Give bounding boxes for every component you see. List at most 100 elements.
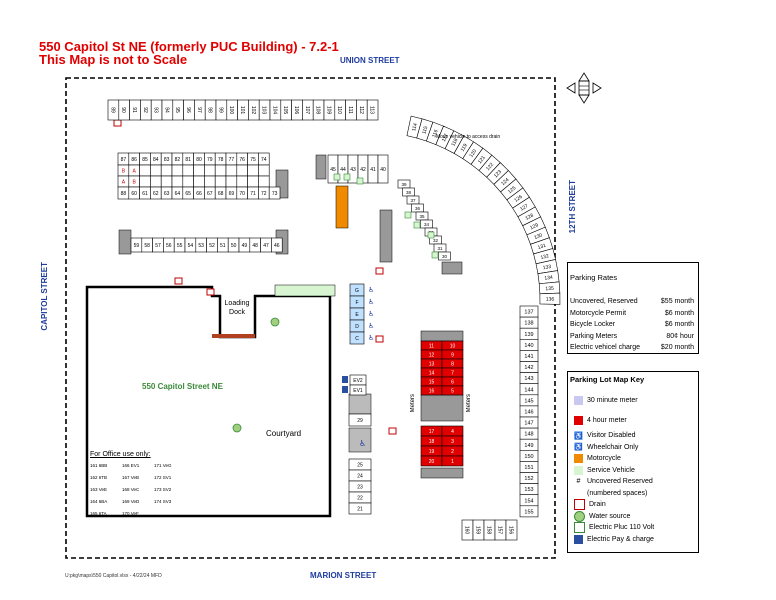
svg-text:50: 50 [231, 243, 237, 249]
svg-text:121: 121 [477, 155, 487, 165]
svg-text:41: 41 [370, 167, 376, 173]
parking-space: 36 [411, 203, 424, 213]
parking-space: 55 [173, 237, 186, 253]
key-item: #Uncovered Reserved [568, 476, 698, 488]
svg-text:106: 106 [293, 106, 299, 115]
parking-space: 82 [171, 152, 184, 166]
parking-space: D [349, 319, 365, 333]
key-item: (numbered spaces) [568, 488, 698, 500]
svg-text:90: 90 [120, 107, 126, 113]
svg-text:31: 31 [437, 246, 443, 251]
key-item: Water source [568, 510, 698, 523]
svg-text:139: 139 [524, 332, 533, 338]
parking-space [150, 164, 162, 177]
parking-space: 112 [356, 99, 368, 121]
svg-text:124: 124 [500, 177, 510, 187]
parking-space [171, 175, 184, 188]
parking-space: C [349, 331, 365, 345]
parking-space: 51 [217, 237, 229, 253]
parking-space [204, 164, 216, 177]
key-swatch [574, 395, 583, 405]
svg-text:100: 100 [228, 106, 234, 115]
parking-space: 92 [140, 99, 152, 121]
svg-text:73: 73 [272, 191, 278, 197]
parking-space: 147 [519, 416, 539, 429]
ev-pay-icon [574, 534, 583, 544]
svg-text:67: 67 [207, 191, 213, 197]
parking-space: 50 [227, 237, 240, 253]
building-name: 550 Capitol Street NE [142, 382, 223, 391]
motorcycle-area [335, 185, 349, 229]
parking-space: 148 [519, 427, 539, 440]
svg-text:G: G [355, 288, 359, 294]
parking-space: 149 [519, 438, 539, 451]
plug-icon [574, 522, 585, 534]
street-north: UNION STREET [340, 56, 400, 65]
svg-text:F: F [355, 300, 358, 306]
parking-space: 53 [195, 237, 207, 253]
parking-space: 97 [194, 99, 206, 121]
svg-text:148: 148 [524, 432, 533, 438]
parking-space: 3 [441, 435, 464, 447]
parking-space: 14 [420, 367, 443, 378]
wheelchair-icon: ♿ [368, 286, 374, 294]
svg-text:112: 112 [358, 106, 364, 114]
svg-text:62: 62 [153, 191, 159, 197]
plug-icon [431, 251, 439, 259]
svg-text:47: 47 [263, 243, 269, 249]
svg-text:104: 104 [271, 106, 277, 115]
svg-text:109: 109 [325, 106, 331, 115]
parking-space: 72 [258, 186, 270, 200]
key-item: 4 hour meter [568, 410, 698, 430]
svg-text:53: 53 [198, 243, 204, 249]
svg-text:136: 136 [546, 297, 555, 303]
svg-text:88: 88 [121, 191, 127, 197]
parking-space: B [128, 175, 140, 188]
svg-text:38: 38 [406, 190, 412, 195]
svg-text:19: 19 [429, 449, 435, 455]
svg-text:120: 120 [468, 148, 478, 158]
parking-space: 54 [184, 237, 197, 253]
parking-space: 65 [182, 186, 194, 200]
svg-text:93: 93 [153, 107, 159, 113]
svg-text:89: 89 [109, 107, 115, 113]
svg-text:A: A [133, 169, 137, 175]
svg-text:118: 118 [450, 137, 459, 147]
svg-text:63: 63 [164, 191, 170, 197]
plug-icon [356, 177, 364, 185]
wheelchair-icon: ♿ [574, 442, 583, 452]
parking-space: 2 [441, 445, 464, 457]
wheelchair-icon: ♿ [368, 322, 374, 330]
wheelchair-icon: ♿ [368, 334, 374, 342]
wheelchair-icon: ♿ [368, 298, 374, 306]
parking-space: 83 [160, 152, 173, 166]
svg-text:129: 129 [529, 222, 539, 231]
svg-text:97: 97 [196, 107, 202, 113]
parking-space: 108 [312, 99, 325, 121]
parking-space [193, 164, 205, 177]
parking-space: 137 [519, 305, 539, 318]
svg-text:13: 13 [429, 362, 435, 368]
parking-space: 29 [348, 413, 372, 427]
parking-space: 74 [258, 152, 270, 166]
svg-text:21: 21 [357, 507, 363, 513]
svg-text:123: 123 [493, 169, 503, 179]
svg-text:EV2: EV2 [353, 378, 363, 384]
parking-space [236, 164, 248, 177]
svg-text:37: 37 [410, 198, 416, 203]
svg-text:141: 141 [524, 354, 533, 360]
parking-space: B [117, 164, 130, 177]
parking-space: 86 [128, 152, 140, 166]
key-swatch [574, 415, 583, 425]
parking-space: 47 [260, 237, 272, 253]
svg-text:49: 49 [242, 243, 248, 249]
svg-text:149: 149 [524, 443, 533, 449]
parking-space: 91 [129, 99, 141, 121]
parking-space [247, 175, 259, 188]
svg-text:A: A [122, 180, 126, 186]
svg-text:59: 59 [134, 243, 140, 249]
parking-space: 81 [182, 152, 194, 166]
svg-text:3: 3 [451, 439, 454, 445]
